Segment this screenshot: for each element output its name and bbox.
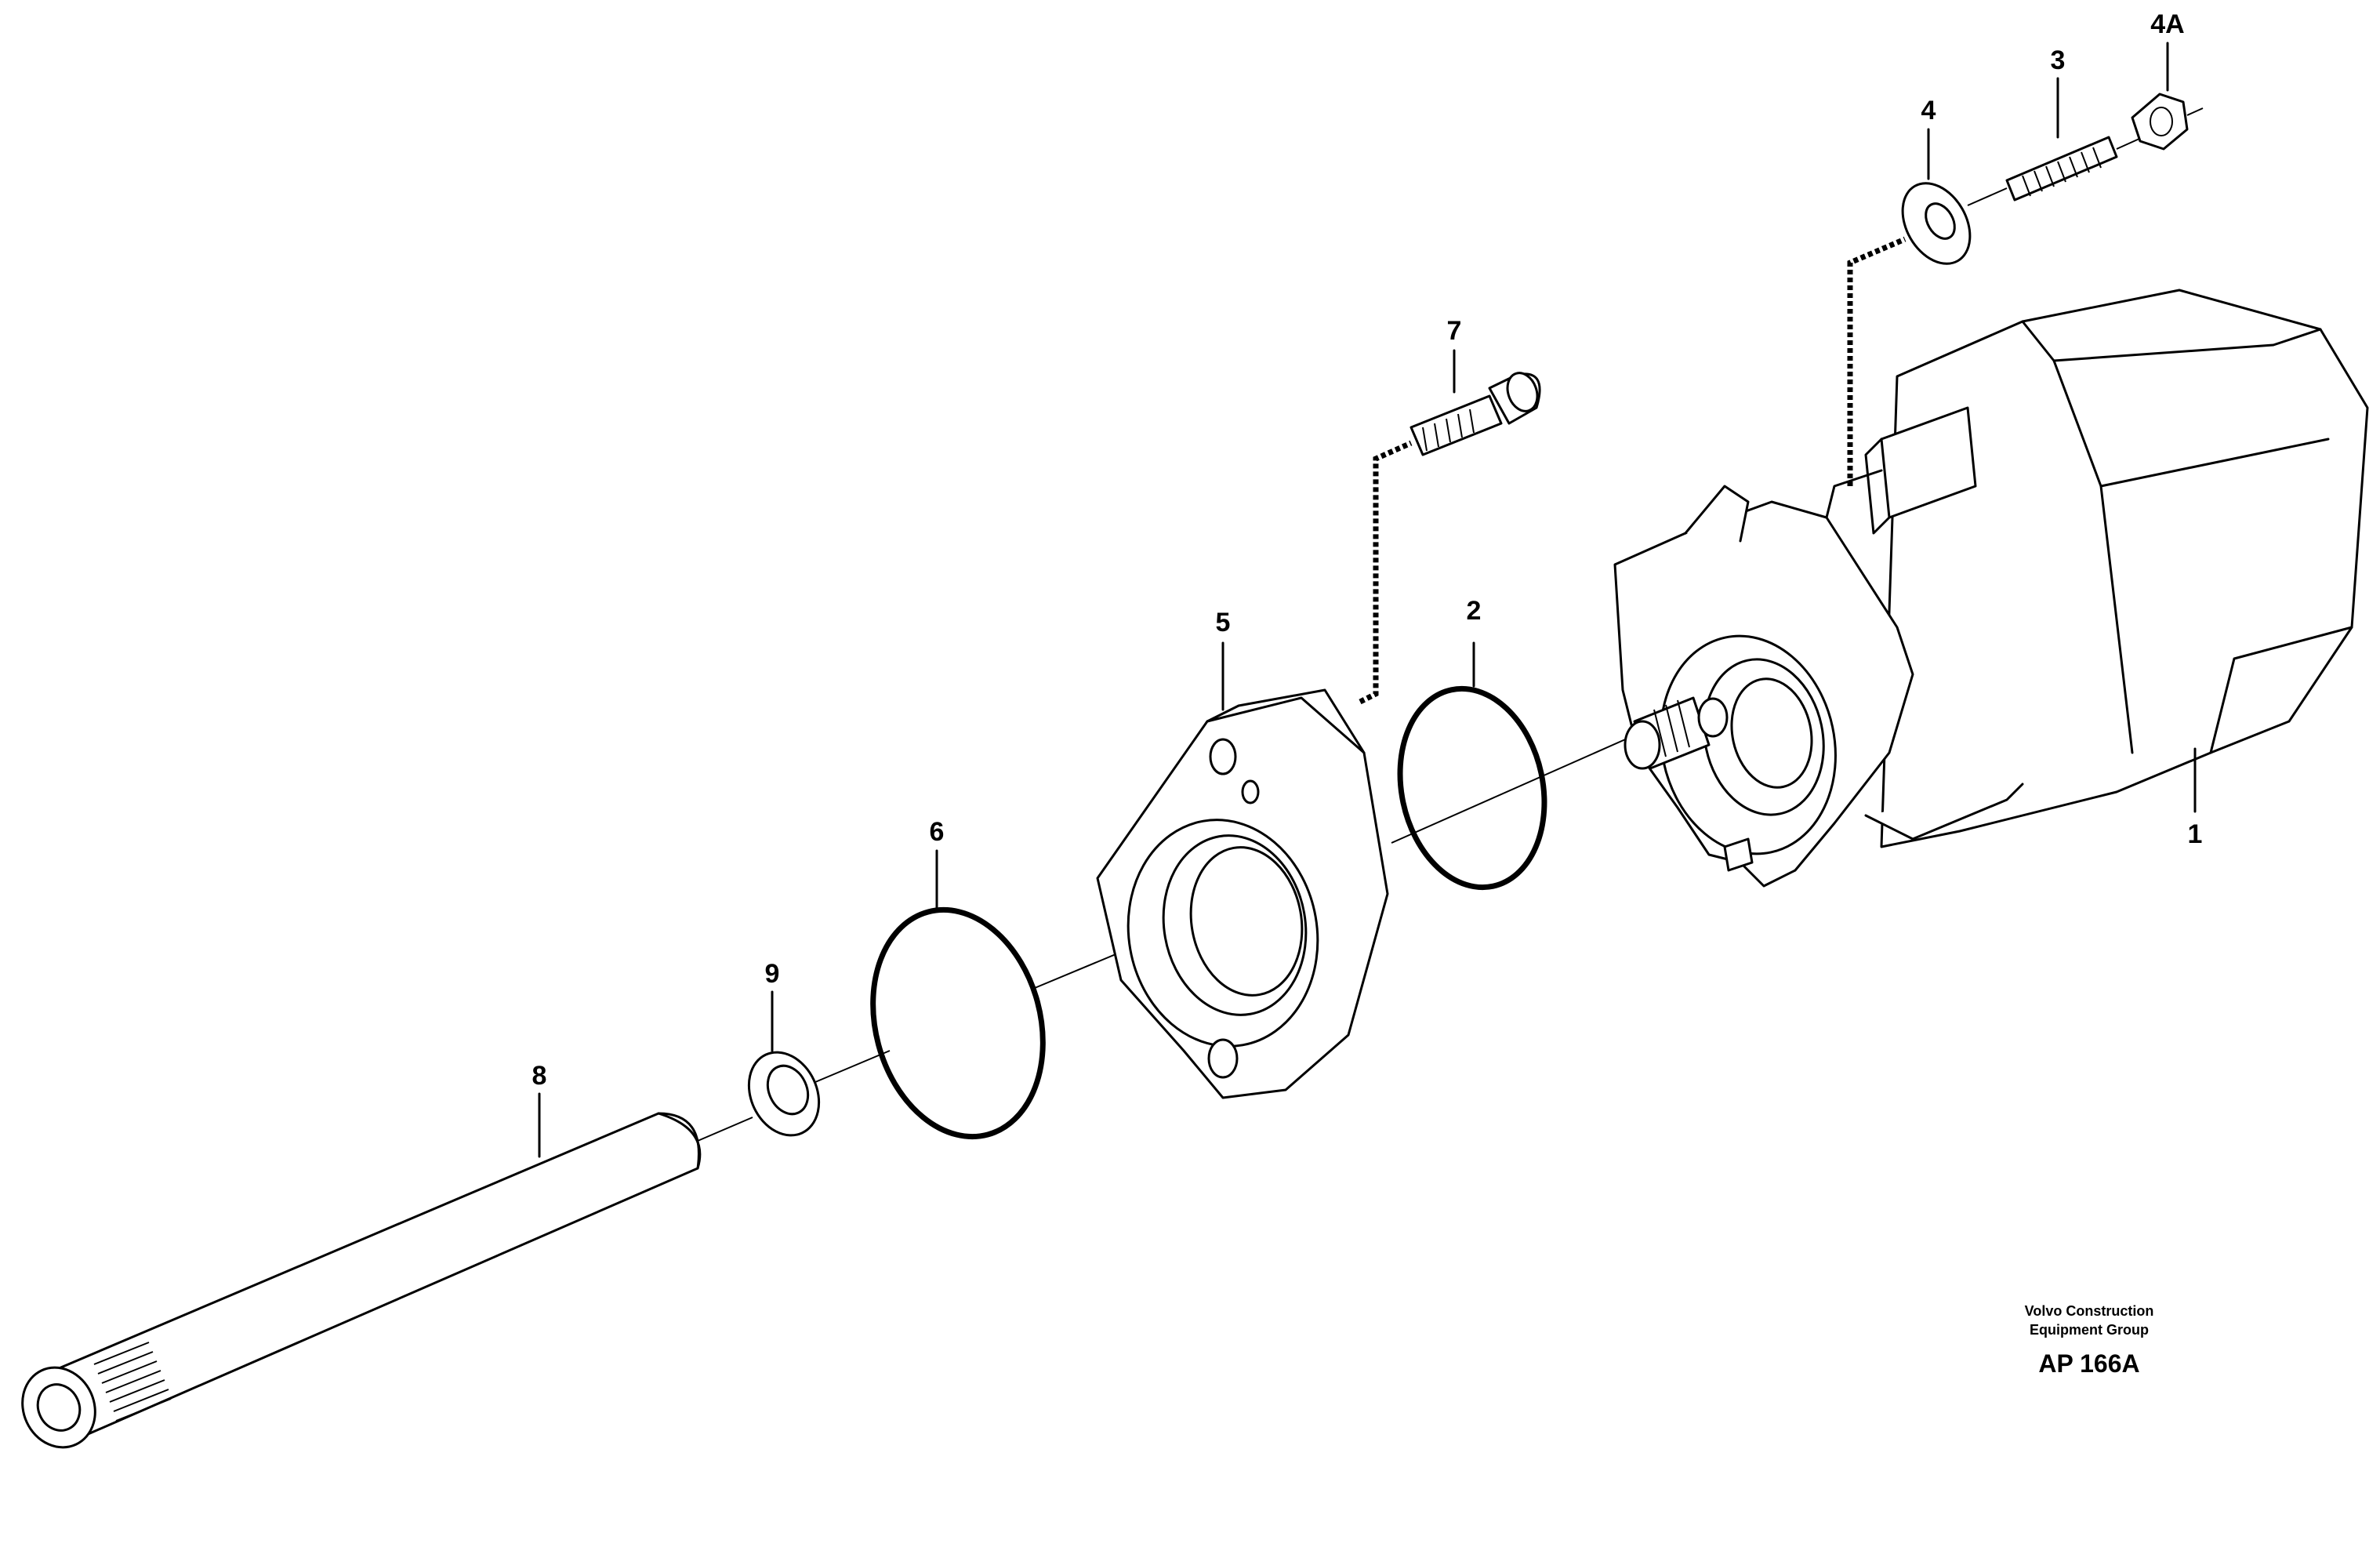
part-9-washer — [747, 1051, 821, 1137]
callout-9: 9 — [765, 959, 780, 989]
callout-6: 6 — [930, 817, 945, 847]
drawing-code: AP 166A — [2038, 1349, 2139, 1378]
callout-7: 7 — [1447, 316, 1462, 346]
callout-5: 5 — [1216, 608, 1231, 637]
part-4-connector-line — [1847, 236, 1907, 486]
part-4-washer — [1901, 182, 1972, 265]
part-3-stud — [2005, 136, 2118, 202]
callout-1: 1 — [2188, 819, 2203, 849]
callout-4a: 4A — [2150, 9, 2184, 39]
company-name-line-2: Equipment Group — [2030, 1322, 2149, 1338]
part-2-o-ring — [1397, 685, 1547, 891]
part-8-shaft — [21, 1112, 702, 1449]
callout-2: 2 — [1467, 596, 1482, 626]
callout-8: 8 — [532, 1061, 547, 1091]
part-4a-nut — [2131, 93, 2189, 151]
callout-4: 4 — [1921, 96, 1936, 125]
leader-lines — [538, 42, 2197, 1158]
part-5-flange — [1096, 688, 1389, 1099]
part-1-pump — [1613, 289, 2369, 888]
part-6-o-ring — [870, 906, 1046, 1140]
assembly-axis-line — [697, 1117, 753, 1142]
company-name-line-1: Volvo Construction — [2025, 1303, 2154, 1319]
part-7-connector-line — [1359, 440, 1413, 705]
callout-3: 3 — [2051, 45, 2066, 75]
part-7-cap-screw — [1409, 372, 1541, 456]
